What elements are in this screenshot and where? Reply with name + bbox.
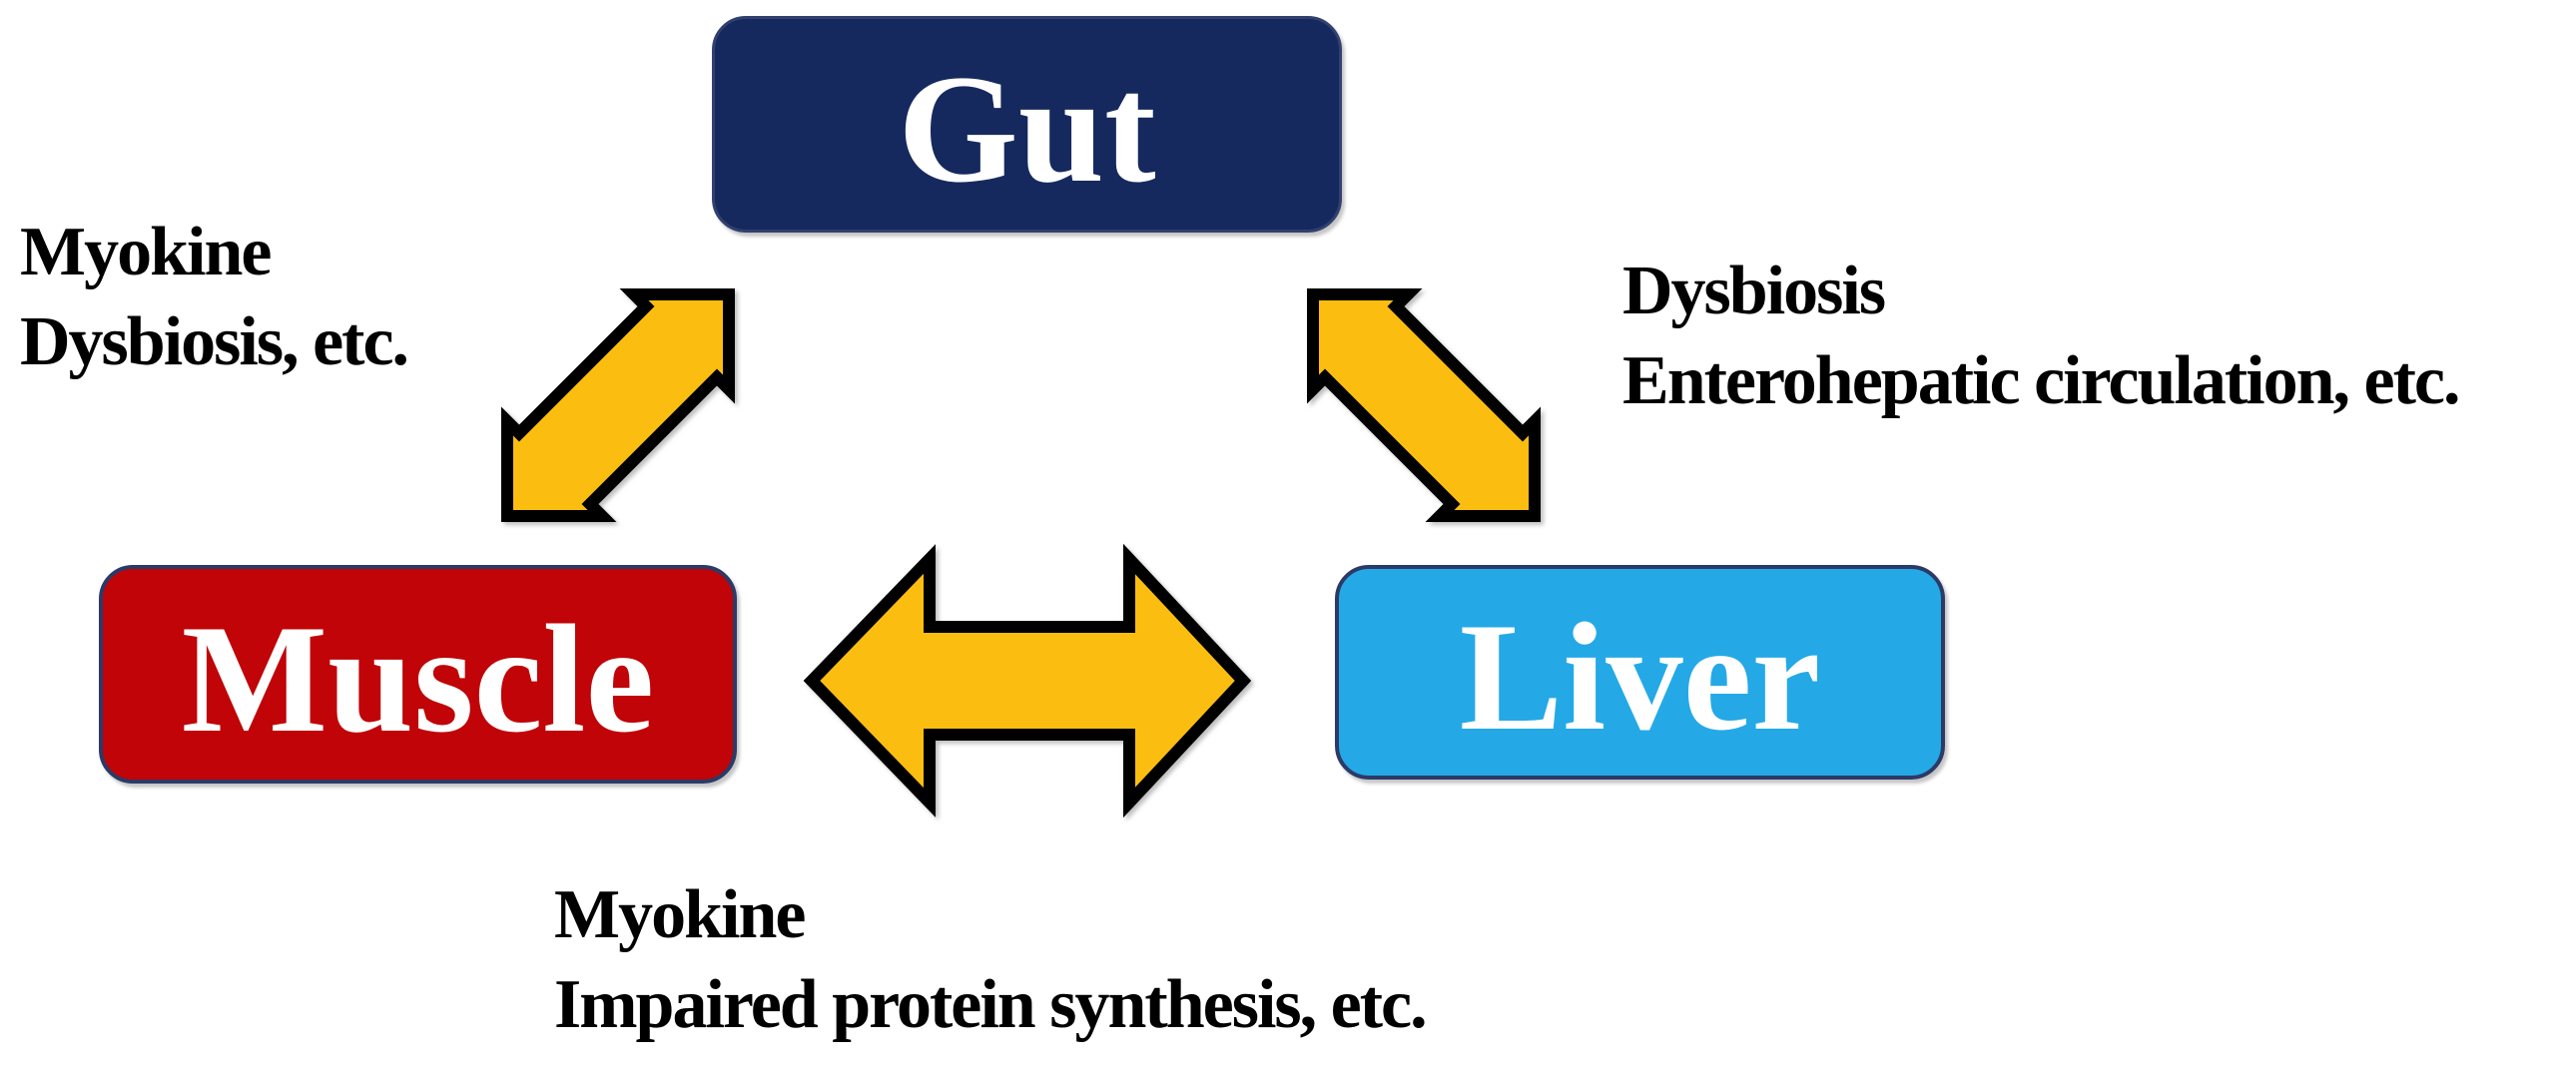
liver-node-label: Liver [1459,591,1821,763]
gut-node-label: Gut [898,43,1156,215]
gut-node: Gut [712,16,1342,233]
muscle-liver-double-arrow-icon [803,543,1252,818]
annotation-line: Enterohepatic circulation, etc. [1622,342,2460,419]
liver-node: Liver [1335,565,1945,780]
annotation-line: Dysbiosis, etc. [20,303,409,380]
annotation-line: Impaired protein synthesis, etc. [554,966,1428,1043]
muscle-gut-double-arrow-icon [501,288,735,522]
annotation-line: Myokine [20,214,272,290]
annotation-line: Dysbiosis [1622,253,1886,329]
annotation-line: Myokine [554,876,806,953]
muscle-node-label: Muscle [181,593,655,765]
gut-liver-double-arrow-icon [1307,288,1541,522]
muscle-gut-annotation: Myokine Dysbiosis, etc. [20,208,409,387]
muscle-node: Muscle [99,565,737,784]
muscle-liver-annotation: Myokine Impaired protein synthesis, etc. [554,870,1428,1050]
gut-liver-annotation: Dysbiosis Enterohepatic circulation, etc… [1622,247,2460,426]
